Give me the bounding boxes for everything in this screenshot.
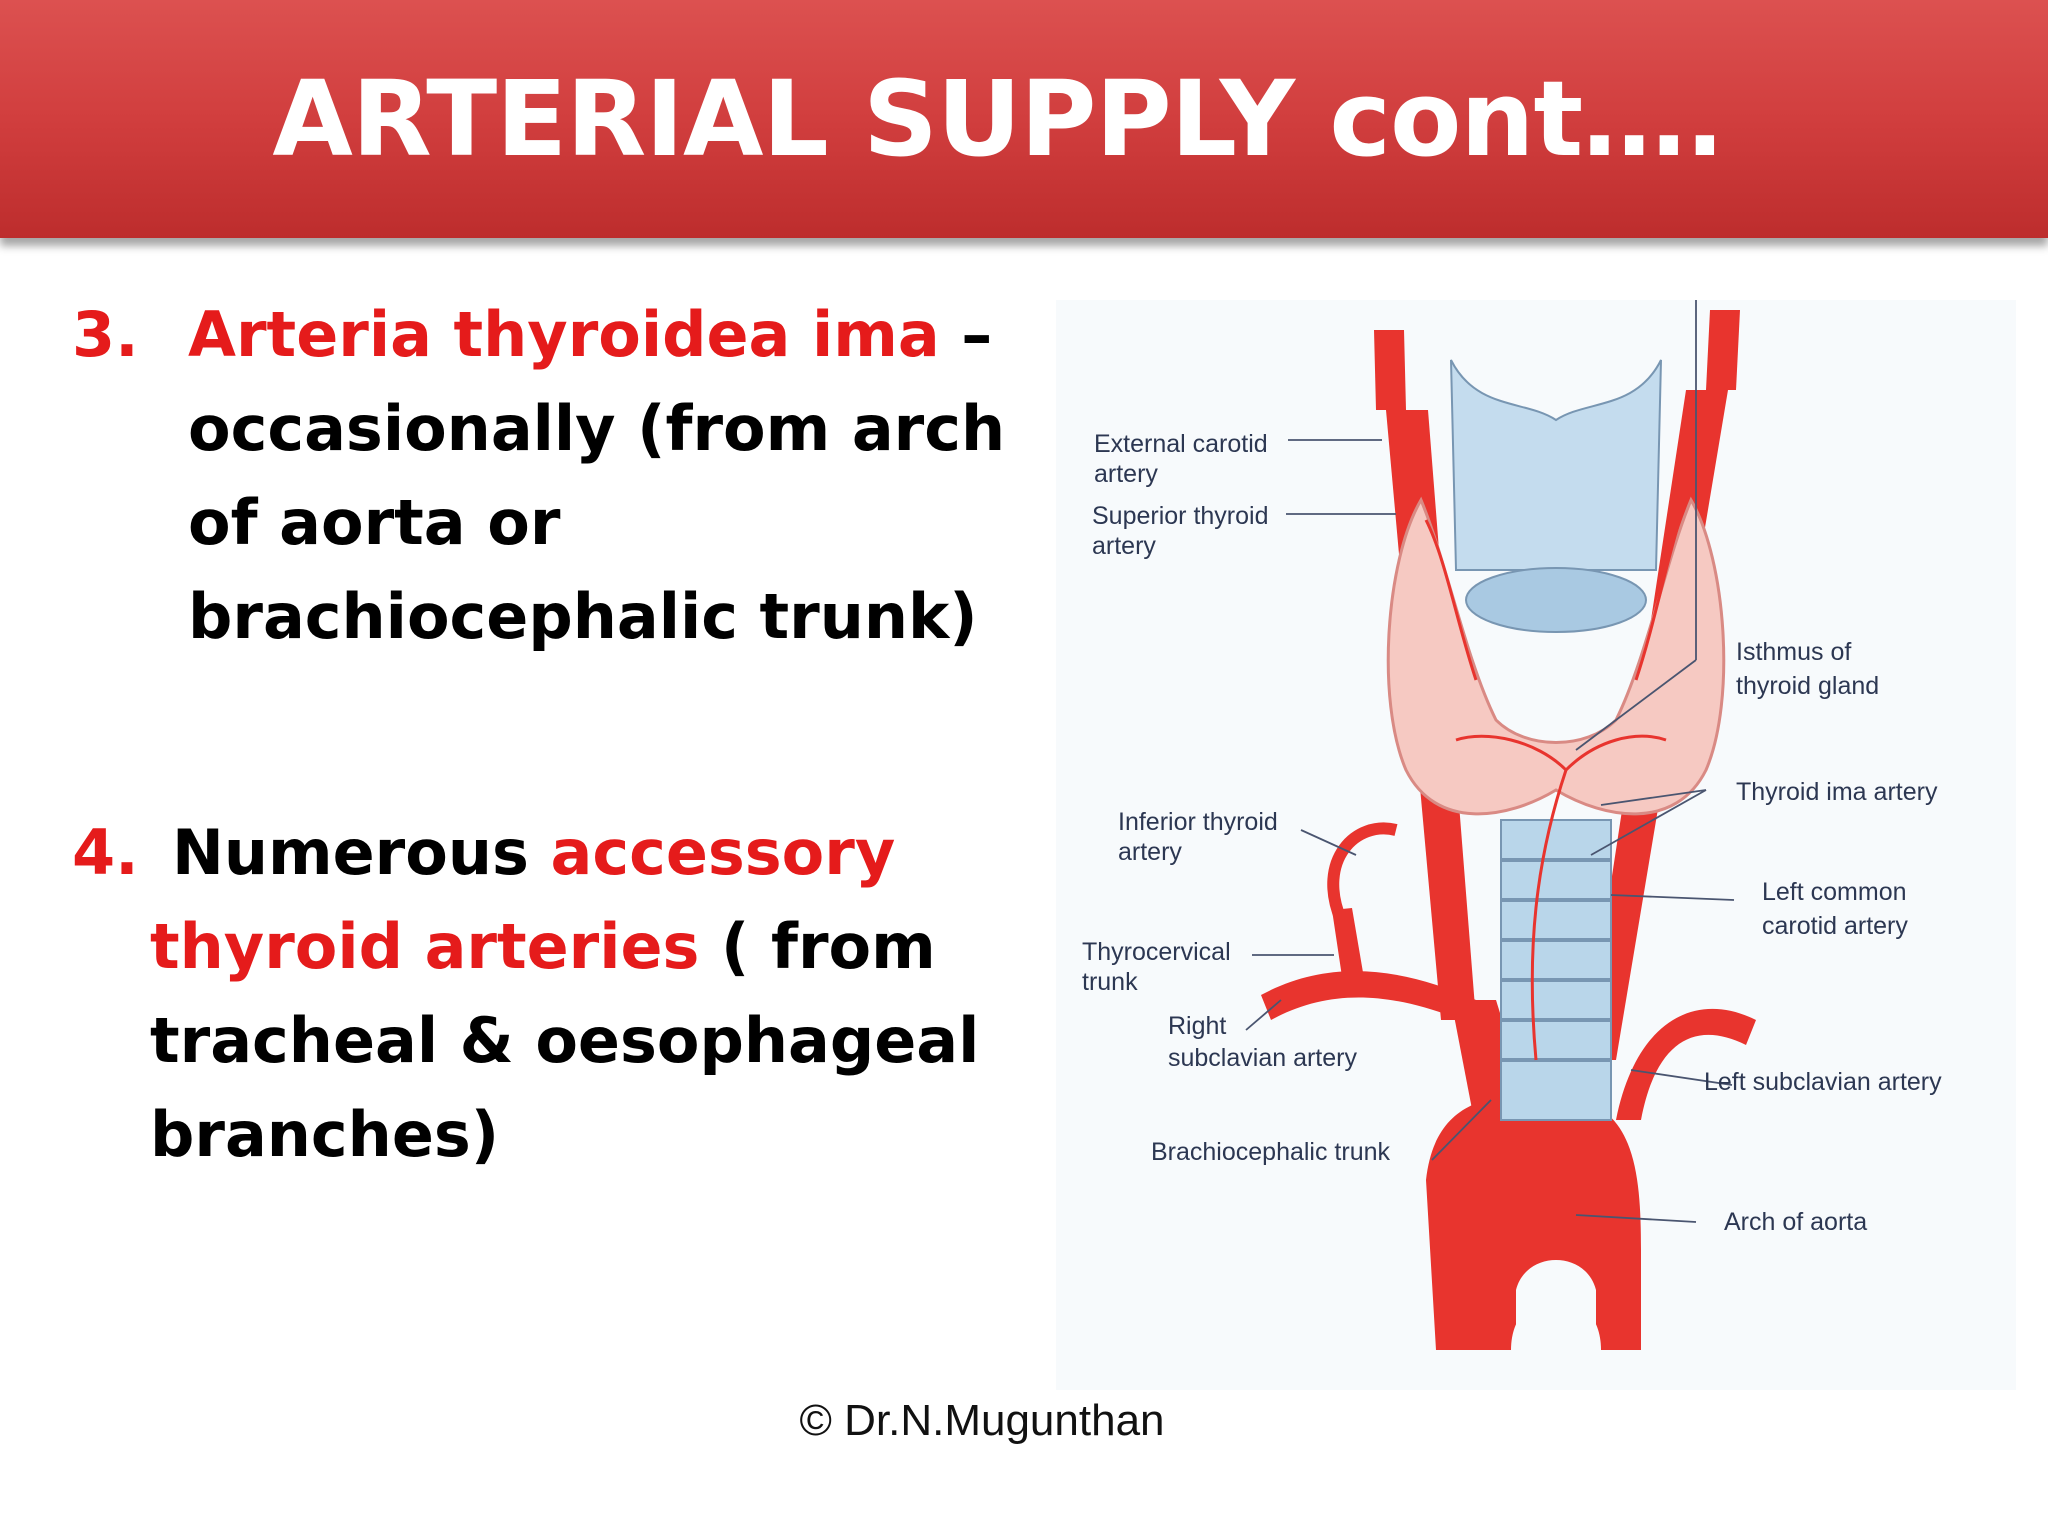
point-4-number: 4. xyxy=(72,816,139,889)
point-3-text: occasionally (from arch of aorta or brac… xyxy=(188,392,1006,653)
trachea-rings xyxy=(1500,819,1612,1121)
thyrocervical-trunk-shape xyxy=(1332,908,1366,990)
label-thyrocervical-1: Thyrocervical xyxy=(1082,938,1231,966)
point-4-highlight-b: thyroid arteries xyxy=(150,910,700,983)
label-thyrocervical-2: trunk xyxy=(1082,968,1138,996)
label-right-subclavian-1: Right xyxy=(1168,1012,1226,1040)
point-3-dash: – xyxy=(939,298,993,371)
right-external-carotid-shape xyxy=(1374,330,1406,410)
label-external-carotid-1: External carotid xyxy=(1094,430,1268,458)
author-credit: © Dr.N.Mugunthan xyxy=(799,1396,1165,1445)
label-isthmus-1: Isthmus of xyxy=(1736,638,1851,666)
thyroid-cartilage-shape xyxy=(1450,359,1662,571)
label-left-subclavian: Left subclavian artery xyxy=(1704,1068,1942,1096)
point-4-line1: Numerous accessory xyxy=(172,806,895,900)
title-banner: ARTERIAL SUPPLY cont…. xyxy=(0,0,2048,238)
point-3-body: Arteria thyroidea ima – occasionally (fr… xyxy=(188,288,1048,664)
label-inferior-thyroid-2: artery xyxy=(1118,838,1182,866)
label-isthmus-2: thyroid gland xyxy=(1736,672,1879,700)
label-left-common-1: Left common xyxy=(1762,878,1907,906)
point-4-rest: thyroid arteries ( from tracheal & oesop… xyxy=(150,900,1010,1182)
aortic-arch-shape xyxy=(1426,1095,1641,1350)
label-inferior-thyroid-1: Inferior thyroid xyxy=(1118,808,1278,836)
thyroid-branches xyxy=(1424,499,1688,1061)
left-subclavian-shape xyxy=(1616,1008,1756,1120)
cricoid-shape xyxy=(1465,567,1647,633)
point-4-text-a: ( from xyxy=(699,910,936,983)
label-superior-thyroid-2: artery xyxy=(1092,532,1156,560)
slide-title: ARTERIAL SUPPLY cont…. xyxy=(272,58,1724,180)
point-4-text-b: tracheal & oesophageal branches) xyxy=(150,1004,980,1171)
label-left-common-2: carotid artery xyxy=(1762,912,1908,940)
point-3-highlight: Arteria thyroidea ima xyxy=(188,298,940,371)
point-4-highlight-a: accessory xyxy=(550,816,896,889)
right-subclavian-shape xyxy=(1261,971,1476,1020)
label-brachiocephalic: Brachiocephalic trunk xyxy=(1151,1138,1391,1166)
point-4-lead: Numerous xyxy=(172,816,551,889)
point-3-number: 3. xyxy=(72,298,139,371)
label-external-carotid-2: artery xyxy=(1094,460,1158,488)
label-thyroid-ima: Thyroid ima artery xyxy=(1736,778,1938,806)
label-superior-thyroid-1: Superior thyroid xyxy=(1092,502,1268,530)
label-arch-of-aorta: Arch of aorta xyxy=(1724,1208,1867,1236)
label-right-subclavian-2: subclavian artery xyxy=(1168,1044,1357,1072)
leader-lines xyxy=(1245,300,1735,1223)
thyroid-arterial-diagram: External carotid artery Superior thyroid… xyxy=(1056,300,2016,1390)
left-external-carotid-shape xyxy=(1706,310,1740,390)
